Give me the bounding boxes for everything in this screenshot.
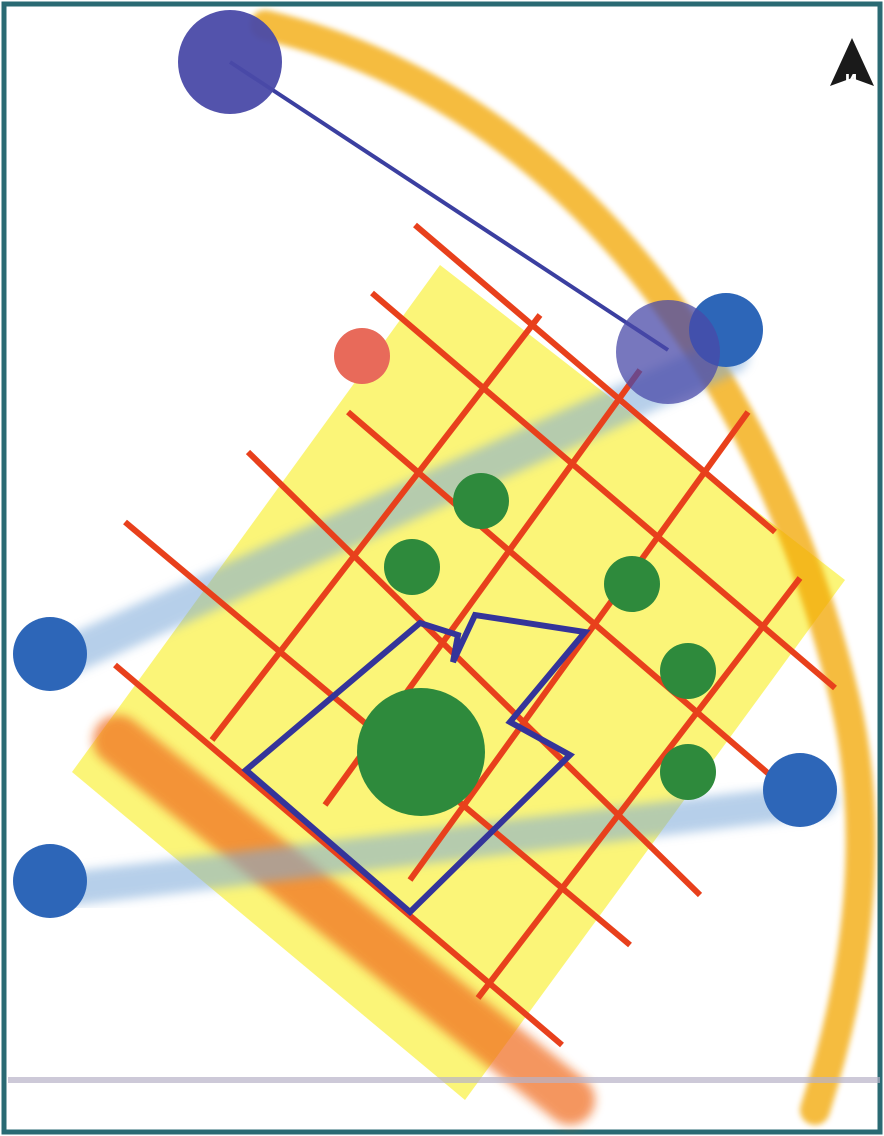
grid-line (475, 576, 803, 1000)
blue-node-right-lower (763, 753, 837, 827)
grid-line (407, 410, 751, 882)
yellow-zone (72, 265, 845, 1100)
grid-line (209, 313, 543, 742)
grid-line (413, 222, 777, 535)
purple-node-right (616, 300, 720, 404)
green-node (604, 556, 660, 612)
blue-node-left-upper (13, 617, 87, 691)
green-node (453, 473, 509, 529)
orange-band (93, 715, 595, 1125)
green-node (384, 539, 440, 595)
red-node (334, 328, 390, 384)
connector-line (228, 60, 670, 352)
green-node (660, 744, 716, 800)
grid-line (370, 290, 837, 691)
orange-arc (250, 10, 876, 1125)
blue-band-lower (43, 783, 837, 907)
purple-node-top (178, 10, 282, 114)
red-grid (113, 222, 837, 1048)
outlined-area (241, 611, 591, 917)
grid-line (245, 449, 703, 898)
blue-band-upper (51, 336, 749, 674)
north-arrow-icon: И (830, 38, 874, 89)
green-node (660, 643, 716, 699)
blue-node-left-lower (13, 844, 87, 918)
north-arrow-letter: И (845, 71, 858, 89)
green-node-large (357, 688, 485, 816)
